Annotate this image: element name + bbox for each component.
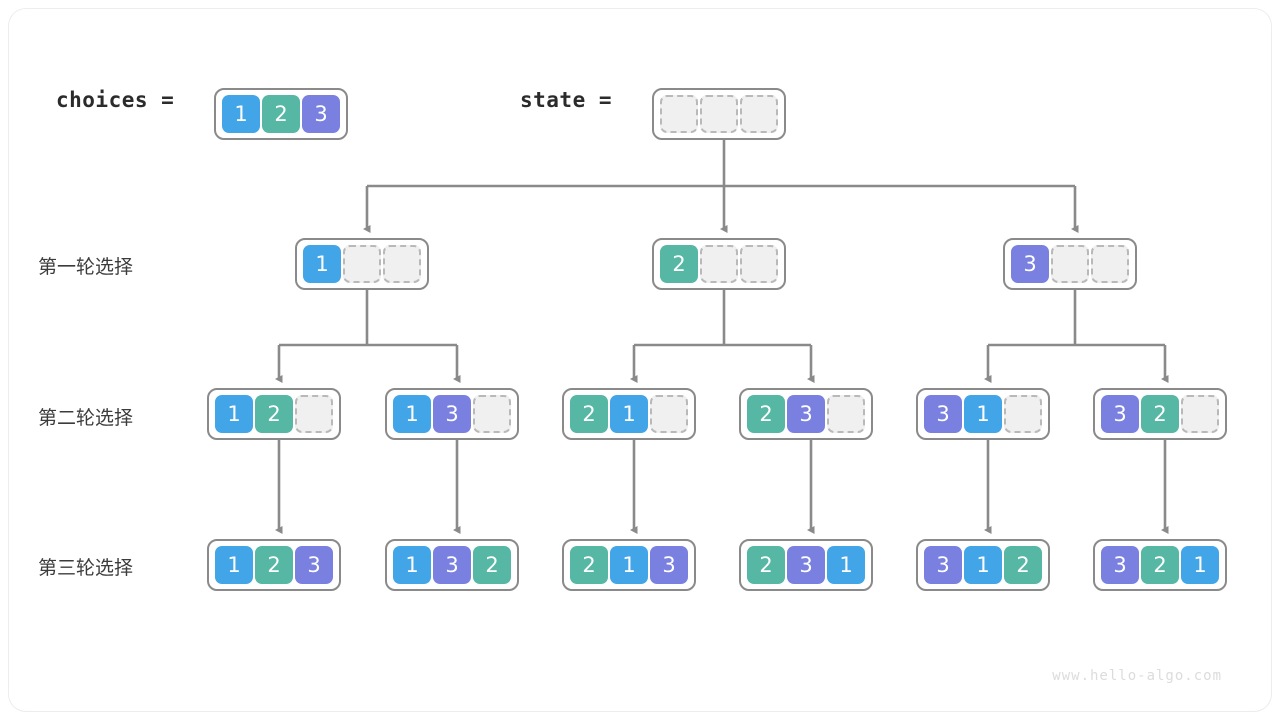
round2-node-3-cell-0: 2 <box>570 395 608 433</box>
row-label-round-1: 第一轮选择 <box>38 256 134 278</box>
choices-array-cell-0: 1 <box>222 95 260 133</box>
state-array <box>652 88 786 140</box>
round2-node-6-cell-2 <box>1181 395 1219 433</box>
round1-node-1: 1 <box>295 238 429 290</box>
round3-node-6-cell-1: 2 <box>1141 546 1179 584</box>
round1-node-1-cell-2 <box>383 245 421 283</box>
round2-node-5-cell-1: 1 <box>964 395 1002 433</box>
round3-node-4-cell-1: 3 <box>787 546 825 584</box>
round2-node-6-cell-1: 2 <box>1141 395 1179 433</box>
round2-node-5-cell-0: 3 <box>924 395 962 433</box>
round3-node-4-cell-2: 1 <box>827 546 865 584</box>
round3-node-1-cell-1: 2 <box>255 546 293 584</box>
round2-node-6-cell-0: 3 <box>1101 395 1139 433</box>
round3-node-5-cell-2: 2 <box>1004 546 1042 584</box>
round1-node-2-cell-0: 2 <box>660 245 698 283</box>
round3-node-2-cell-1: 3 <box>433 546 471 584</box>
round2-node-1-cell-2 <box>295 395 333 433</box>
round1-node-1-cell-0: 1 <box>303 245 341 283</box>
round1-node-1-cell-1 <box>343 245 381 283</box>
round2-node-1-cell-0: 1 <box>215 395 253 433</box>
choices-label: choices = <box>56 88 175 112</box>
state-label: state = <box>520 88 613 112</box>
round2-node-3-cell-2 <box>650 395 688 433</box>
round2-node-2-cell-1: 3 <box>433 395 471 433</box>
round2-node-2-cell-0: 1 <box>393 395 431 433</box>
round3-node-6-cell-2: 1 <box>1181 546 1219 584</box>
row-label-round-3: 第三轮选择 <box>38 557 134 579</box>
state-array-cell-0 <box>660 95 698 133</box>
row-label-round-2: 第二轮选择 <box>38 407 134 429</box>
round1-node-3: 3 <box>1003 238 1137 290</box>
round1-node-2: 2 <box>652 238 786 290</box>
round3-node-1-cell-2: 3 <box>295 546 333 584</box>
round3-node-6-cell-0: 3 <box>1101 546 1139 584</box>
state-array-cell-1 <box>700 95 738 133</box>
round3-node-3-cell-0: 2 <box>570 546 608 584</box>
round3-node-3-cell-1: 1 <box>610 546 648 584</box>
round2-node-4-cell-1: 3 <box>787 395 825 433</box>
round3-node-2-cell-2: 2 <box>473 546 511 584</box>
state-array-cell-2 <box>740 95 778 133</box>
figure-card <box>8 8 1272 712</box>
watermark: www.hello-algo.com <box>1052 668 1222 684</box>
round3-node-3-cell-2: 3 <box>650 546 688 584</box>
round3-node-1-cell-0: 1 <box>215 546 253 584</box>
round2-node-2-cell-2 <box>473 395 511 433</box>
round3-node-5-cell-1: 1 <box>964 546 1002 584</box>
choices-array-cell-1: 2 <box>262 95 300 133</box>
choices-array-cell-2: 3 <box>302 95 340 133</box>
round2-node-4-cell-0: 2 <box>747 395 785 433</box>
round3-node-2-cell-0: 1 <box>393 546 431 584</box>
round2-node-1-cell-1: 2 <box>255 395 293 433</box>
round3-node-4-cell-0: 2 <box>747 546 785 584</box>
round2-node-5-cell-2 <box>1004 395 1042 433</box>
round2-node-3-cell-1: 1 <box>610 395 648 433</box>
round1-node-3-cell-1 <box>1051 245 1089 283</box>
round1-node-2-cell-1 <box>700 245 738 283</box>
round1-node-2-cell-2 <box>740 245 778 283</box>
round2-node-4-cell-2 <box>827 395 865 433</box>
round3-node-5-cell-0: 3 <box>924 546 962 584</box>
round1-node-3-cell-0: 3 <box>1011 245 1049 283</box>
round1-node-3-cell-2 <box>1091 245 1129 283</box>
